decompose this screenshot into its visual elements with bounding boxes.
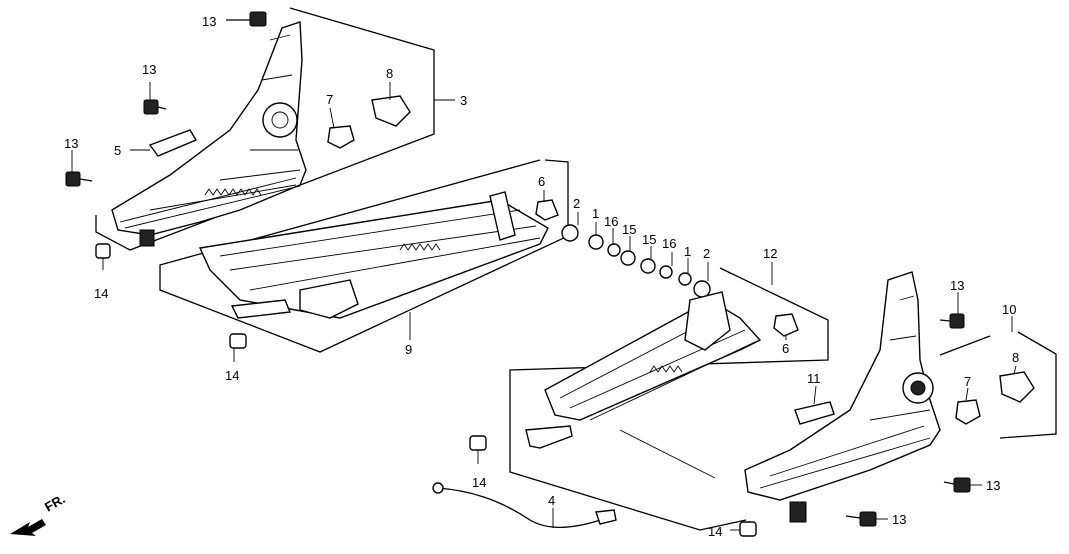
fr-label: FR. <box>42 491 68 514</box>
nut-icon <box>229 333 247 349</box>
callout-11: 11 <box>807 371 821 386</box>
bolt-icon <box>65 171 93 187</box>
middle-seat-track <box>159 159 569 353</box>
callout-14: 14 <box>472 475 486 490</box>
washer-stack <box>561 212 711 298</box>
callout-14: 14 <box>225 368 239 383</box>
nut-icon <box>730 521 757 537</box>
bolt-icon <box>226 11 267 27</box>
bolt-icon <box>943 477 982 493</box>
right-seat-track <box>469 267 829 531</box>
callout-7: 7 <box>326 92 333 107</box>
callout-14: 14 <box>708 524 722 539</box>
leader-lines <box>71 82 1017 405</box>
callout-14: 14 <box>94 286 108 301</box>
callout-15: 15 <box>622 222 636 237</box>
callout-13: 13 <box>892 512 906 527</box>
callout-12: 12 <box>763 246 777 261</box>
callout-2: 2 <box>703 246 710 261</box>
callout-13: 13 <box>142 62 156 77</box>
callout-10: 10 <box>1002 302 1016 317</box>
bolt-icon <box>845 511 888 527</box>
release-cable <box>432 482 617 528</box>
callout-9: 9 <box>405 342 412 357</box>
callout-13: 13 <box>64 136 78 151</box>
nut-icon <box>95 243 111 270</box>
callout-7: 7 <box>964 374 971 389</box>
callout-13: 13 <box>950 278 964 293</box>
nut-icon <box>469 435 487 464</box>
callout-6: 6 <box>782 341 789 356</box>
callout-labels: 13 13 13 8 7 3 5 14 6 2 1 16 15 15 16 1 … <box>42 14 1019 539</box>
callout-15: 15 <box>642 232 656 247</box>
callout-5: 5 <box>114 143 121 158</box>
callout-4: 4 <box>548 493 555 508</box>
callout-1: 1 <box>684 244 691 259</box>
bolt-icon <box>143 99 167 115</box>
callout-1: 1 <box>592 206 599 221</box>
callout-6: 6 <box>538 174 545 189</box>
callout-3: 3 <box>460 93 467 108</box>
callout-8: 8 <box>386 66 393 81</box>
callout-2: 2 <box>573 196 580 211</box>
callout-13: 13 <box>202 14 216 29</box>
front-direction-arrow-icon <box>10 519 46 536</box>
bolt-icon <box>939 313 965 329</box>
callout-13: 13 <box>986 478 1000 493</box>
right-recliner-assembly <box>730 271 1057 537</box>
callout-16: 16 <box>662 236 676 251</box>
callout-8: 8 <box>1012 350 1019 365</box>
callout-16: 16 <box>604 214 618 229</box>
left-seat-track-assembly <box>65 7 455 270</box>
